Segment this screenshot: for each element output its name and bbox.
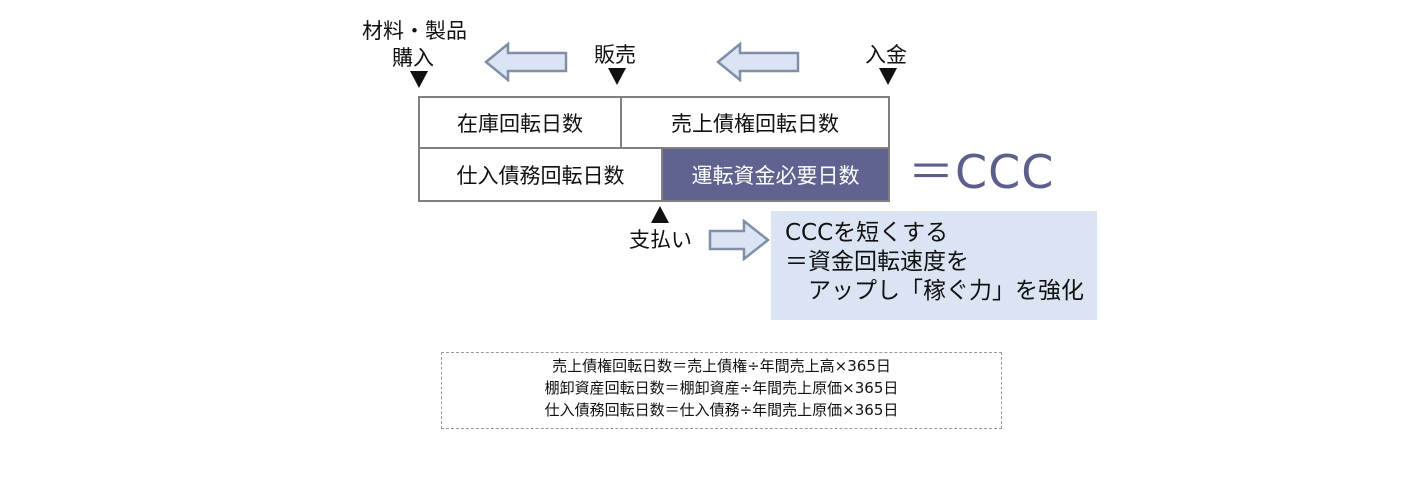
purchase-label-line1: 材料・製品 xyxy=(362,19,467,43)
inventory-days-cell: 在庫回転日数 xyxy=(418,96,622,149)
receipt-marker-icon xyxy=(879,68,897,85)
arrow-right-icon xyxy=(708,219,770,261)
receivable-days-cell: 売上債権回転日数 xyxy=(620,96,890,149)
payable-days-cell: 仕入債務回転日数 xyxy=(418,147,663,202)
formula-receivable: 売上債権回転日数＝売上債権÷年間売上高×365日 xyxy=(552,357,891,375)
sale-marker-icon xyxy=(608,68,626,85)
arrow-left-icon xyxy=(716,42,800,82)
callout-line2: ＝資金回転速度を xyxy=(785,249,969,275)
purchase-marker-icon xyxy=(410,71,428,88)
formula-inventory: 棚卸資産回転日数＝棚卸資産÷年間売上原価×365日 xyxy=(544,379,899,397)
payment-marker-icon xyxy=(651,206,669,223)
receipt-label: 入金 xyxy=(865,43,907,67)
callout-line3: アップし「稼ぐ力」を強化 xyxy=(785,278,1084,304)
formula-box: 売上債権回転日数＝売上債権÷年間売上高×365日 棚卸資産回転日数＝棚卸資産÷年… xyxy=(441,352,1002,429)
ccc-equals-label: ＝CCC xyxy=(908,145,1055,199)
payment-label: 支払い xyxy=(629,228,692,252)
working-capital-days-cell: 運転資金必要日数 xyxy=(661,147,890,202)
arrow-left-icon xyxy=(484,42,568,82)
purchase-label-line2: 購入 xyxy=(392,46,434,70)
callout-line1: CCCを短くする xyxy=(785,220,949,246)
formula-payable: 仕入債務回転日数＝仕入債務÷年間売上原価×365日 xyxy=(544,401,899,419)
ccc-callout: CCCを短くする ＝資金回転速度を アップし「稼ぐ力」を強化 xyxy=(771,211,1097,320)
sale-label: 販売 xyxy=(594,43,636,67)
